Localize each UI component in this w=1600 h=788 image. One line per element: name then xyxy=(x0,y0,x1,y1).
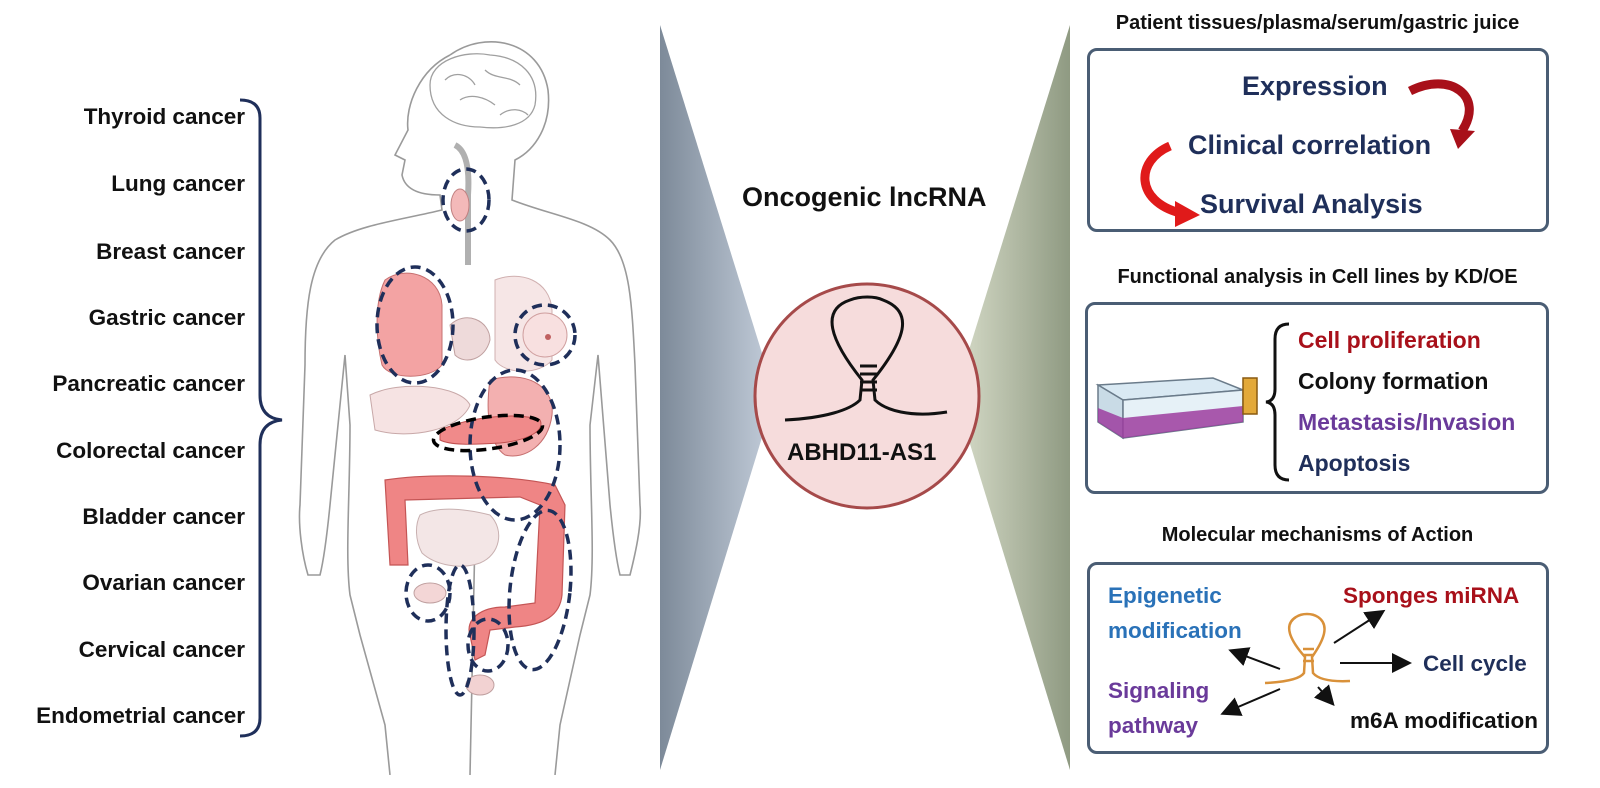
mechanism-diagram xyxy=(1220,609,1412,716)
small-intestine xyxy=(416,508,500,567)
functional-item-apoptosis: Apoptosis xyxy=(1298,450,1411,476)
mechanism-arrows xyxy=(1220,609,1412,716)
colon xyxy=(384,475,566,661)
mechanism-signaling-line1: Signaling xyxy=(1108,678,1210,703)
functional-item-metastasis: Metastasis/Invasion xyxy=(1298,409,1516,435)
functional-bracket xyxy=(1265,322,1290,482)
cancer-label-endometrial: Endometrial cancer xyxy=(36,703,245,728)
functional-box: Cell proliferation Colony formation Meta… xyxy=(1085,302,1549,494)
cancer-label-lung: Lung cancer xyxy=(111,171,245,196)
mechanism-signaling-line2: pathway xyxy=(1108,713,1199,738)
lncrna-hairpin-icon xyxy=(784,295,948,422)
molecular-box: Epigenetic modification Sponges miRNA Ce… xyxy=(1087,562,1549,754)
left-lung xyxy=(376,272,443,377)
clinical-item-expression: Expression xyxy=(1242,71,1388,101)
clinical-item-correlation: Clinical correlation xyxy=(1188,130,1432,160)
cancer-label-bladder: Bladder cancer xyxy=(82,504,245,529)
thyroid xyxy=(450,188,470,222)
bladder xyxy=(465,674,495,696)
throat xyxy=(453,142,472,265)
center-title: Oncogenic lncRNA xyxy=(742,182,987,212)
functional-item-proliferation: Cell proliferation xyxy=(1298,327,1481,353)
cell-culture-flask-icon xyxy=(1095,377,1258,440)
cancer-label-colorectal: Colorectal cancer xyxy=(56,438,245,463)
clinical-flow-arrows xyxy=(1140,79,1475,227)
cancer-label-thyroid: Thyroid cancer xyxy=(83,104,245,129)
mechanism-m6a: m6A modification xyxy=(1350,708,1538,733)
tumor-highlight-circles xyxy=(375,167,577,697)
breast-nipple xyxy=(545,334,551,340)
small-hairpin-icon xyxy=(1264,612,1351,685)
mechanism-sponges: Sponges miRNA xyxy=(1343,583,1520,608)
right-funnel xyxy=(955,25,1070,770)
center-graphic xyxy=(660,25,1070,770)
mechanism-epigenetic-line1: Epigenetic xyxy=(1108,583,1222,608)
functional-section-title: Functional analysis in Cell lines by KD/… xyxy=(1117,266,1518,288)
molecular-section-title: Molecular mechanisms of Action xyxy=(1161,524,1474,546)
clinical-item-survival: Survival Analysis xyxy=(1200,189,1423,219)
functional-item-colony: Colony formation xyxy=(1298,368,1489,394)
cancer-label-breast: Breast cancer xyxy=(96,239,245,264)
cancer-label-cervical: Cervical cancer xyxy=(78,637,245,662)
left-funnel xyxy=(660,25,775,770)
breast xyxy=(522,312,568,358)
cancer-bracket xyxy=(239,98,283,738)
brain xyxy=(429,53,537,129)
clinical-box: Expression Clinical correlation Survival… xyxy=(1087,48,1549,232)
pancreas-highlight xyxy=(431,413,545,453)
heart xyxy=(449,317,491,361)
mechanism-cell-cycle: Cell cycle xyxy=(1423,651,1527,676)
gene-name: ABHD11-AS1 xyxy=(787,439,937,466)
clinical-section-title: Patient tissues/plasma/serum/gastric jui… xyxy=(1115,12,1520,34)
ovary xyxy=(413,582,447,604)
cancer-label-gastric: Gastric cancer xyxy=(88,305,245,330)
cancer-label-pancreatic: Pancreatic cancer xyxy=(52,371,245,396)
liver xyxy=(369,385,471,435)
mechanism-epigenetic-line2: modification xyxy=(1108,618,1242,643)
body-illustration xyxy=(298,41,642,775)
lncrna-circle xyxy=(753,282,981,510)
body-outline xyxy=(298,41,642,775)
cancer-label-ovarian: Ovarian cancer xyxy=(82,570,245,595)
